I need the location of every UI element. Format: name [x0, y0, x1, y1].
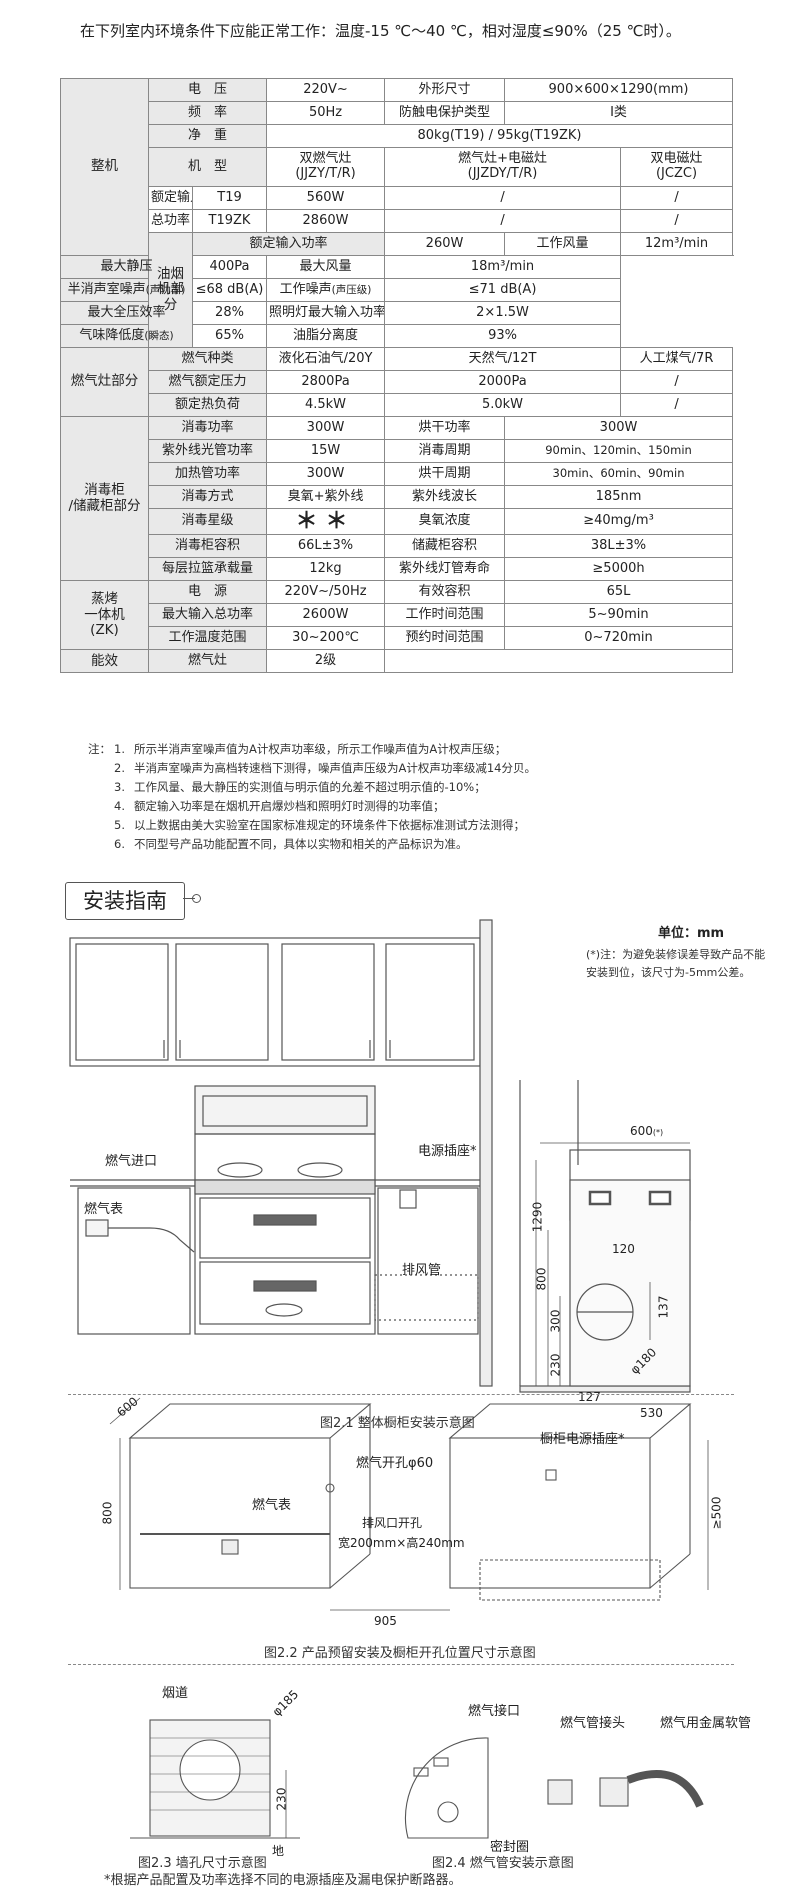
label-exhaust-pipe: 排风管: [402, 1263, 442, 1278]
group-nengxiao: 能效: [60, 649, 149, 674]
spec-table: 整机 电 压 220V~ 外形尺寸 900×600×1290(mm) 频 率 5…: [60, 78, 734, 674]
footer-note: *根据产品配置及功率选择不同的电源插座及漏电保护断路器。: [104, 1873, 462, 1888]
unit-label: 单位：mm: [658, 926, 725, 941]
label-gas-hole: 燃气开孔φ60: [356, 1456, 434, 1471]
caption-fig-2-4: 图2.4 燃气管安装示意图: [432, 1856, 574, 1871]
caption-fig-2-3: 图2.3 墙孔尺寸示意图: [138, 1856, 267, 1871]
install-guide-title: 安装指南: [65, 882, 185, 920]
title-hook-icon: [192, 894, 201, 903]
label-pipe-joint: 燃气管接头: [560, 1716, 626, 1731]
label-gas-meter-2: 燃气表: [252, 1498, 292, 1513]
exhaust-hose: [479, 1559, 661, 1601]
label-gas-meter: 燃气表: [84, 1202, 124, 1217]
label-power-socket: 电源插座*: [418, 1144, 477, 1159]
range-hood: [194, 1085, 376, 1135]
section-divider-2: [68, 1664, 734, 1665]
group-xiaodu: 消毒柜 /储藏柜部分: [60, 415, 149, 582]
notes: 注：1.所示半消声室噪声值为A计权声功率级，所示工作噪声值为A计权声压级； 2.…: [88, 742, 536, 851]
caption-fig-2-2: 图2.2 产品预留安装及橱柜开孔位置尺寸示意图: [264, 1646, 536, 1661]
label-metal-hose: 燃气用金属软管: [660, 1716, 752, 1731]
label-gas-port: 燃气接口: [468, 1704, 521, 1719]
label-seal-ring: 密封圈: [490, 1840, 530, 1855]
star-rating: ＊＊: [266, 507, 386, 536]
label-cabinet-socket: 橱柜电源插座*: [540, 1432, 625, 1447]
section-divider: [68, 1394, 734, 1395]
wall-cabinet: [69, 937, 481, 1067]
tolerance-note: (*)注：为避免装修误差导致产品不能安装到位，该尺寸为-5mm公差。: [586, 948, 766, 979]
integrated-stove: [194, 1133, 376, 1335]
caption-fig-2-1: 图2.1 整体橱柜安装示意图: [320, 1416, 475, 1431]
label-gas-inlet: 燃气进口: [105, 1154, 158, 1169]
intro-text: 在下列室内环境条件下应能正常工作：温度-15 ℃～40 ℃，相对湿度≤90%（2…: [80, 22, 681, 40]
group-zhengkao: 蒸烤 一体机 (ZK): [60, 580, 149, 651]
